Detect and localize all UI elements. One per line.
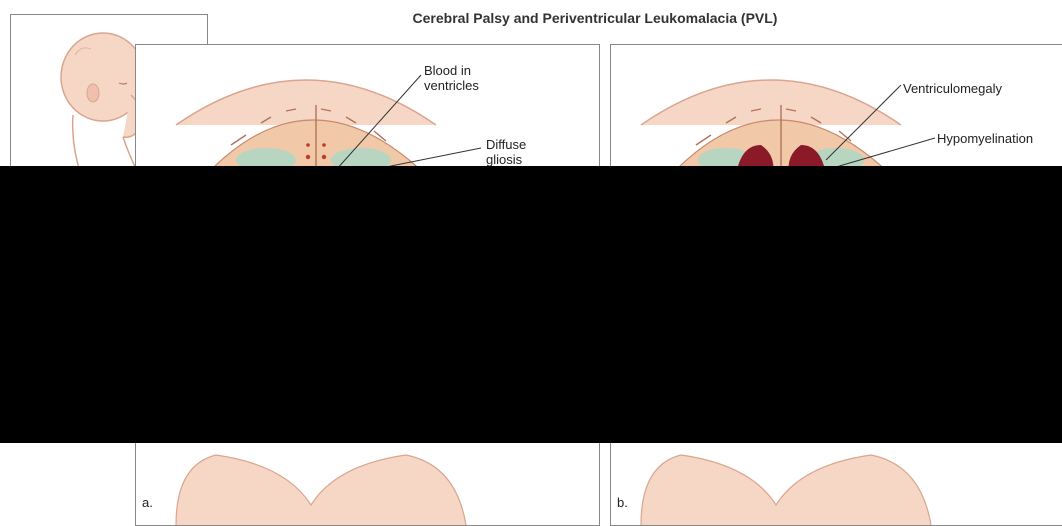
label-ventriculomegaly: Ventriculomegaly (903, 81, 1002, 96)
label-blood-in-ventricles: Blood in ventricles (424, 63, 479, 93)
panel-a-letter: a. (142, 495, 153, 510)
label-diffuse-gliosis: Diffuse gliosis (486, 137, 526, 167)
label-hypomyelination: Hypomyelination (937, 131, 1033, 146)
panel-b-letter: b. (617, 495, 628, 510)
redaction-bar (0, 166, 1062, 443)
